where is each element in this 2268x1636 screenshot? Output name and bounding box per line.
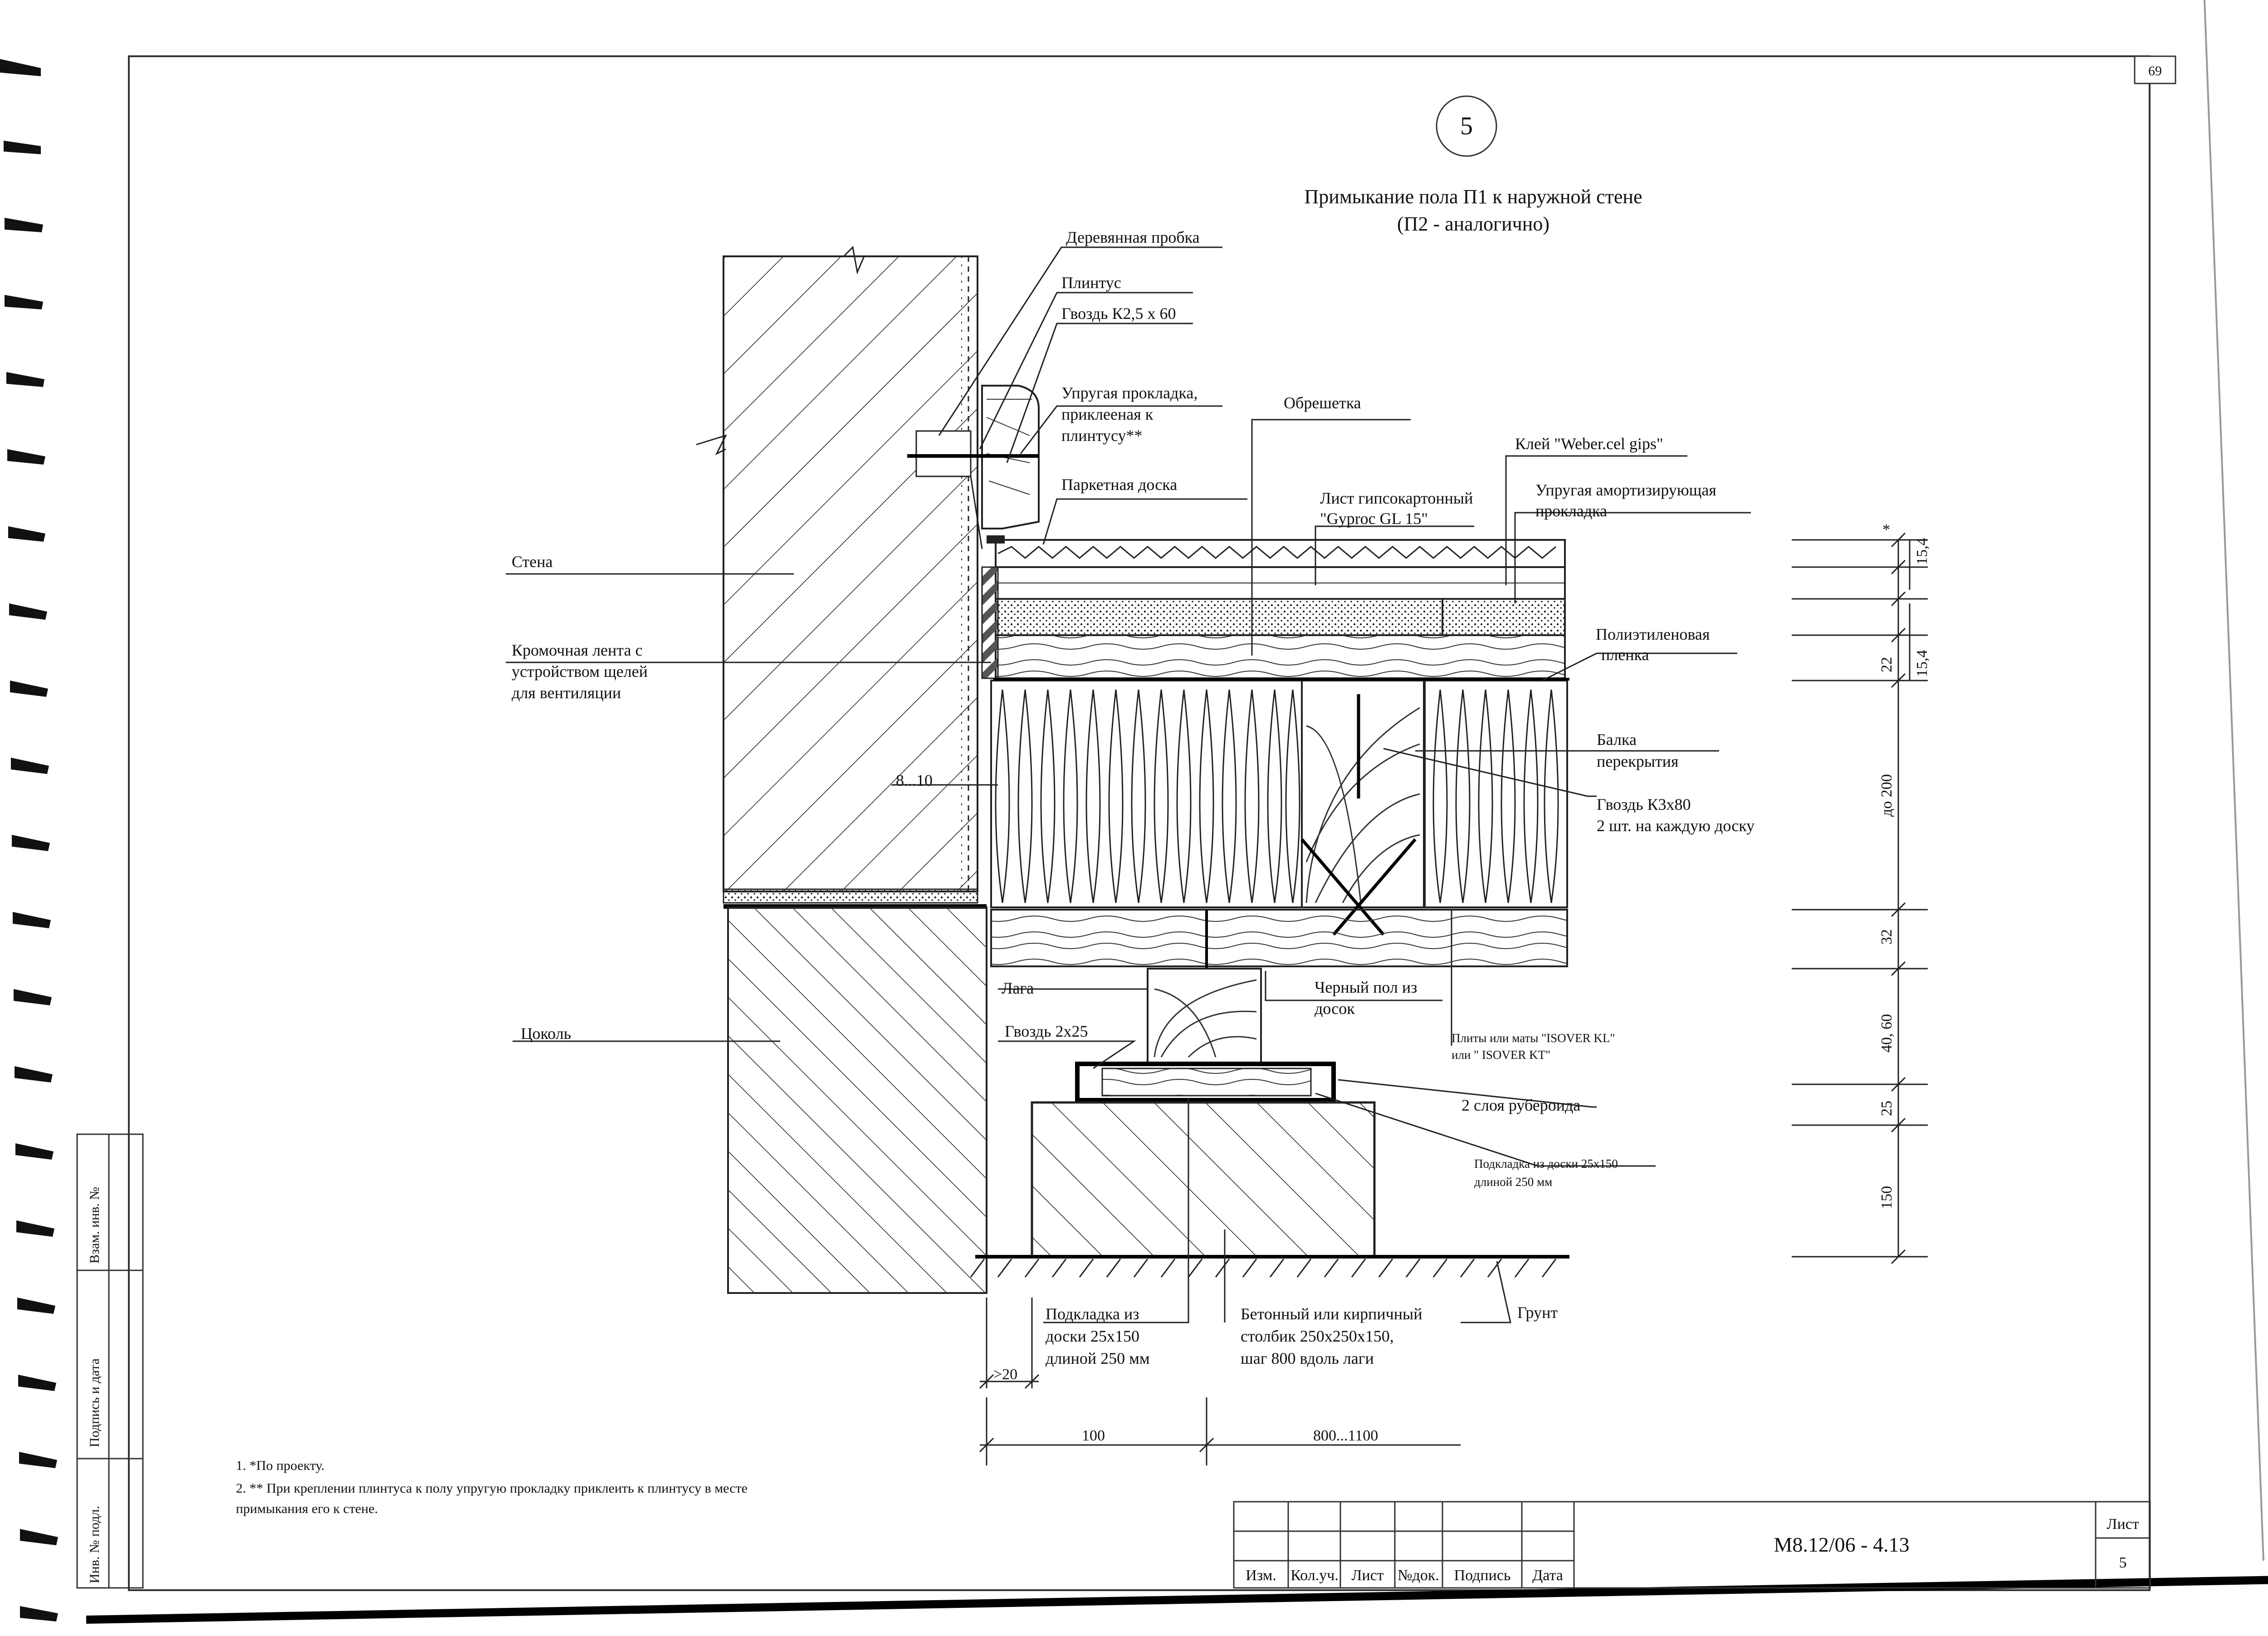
- subfloor-boards: [990, 909, 1568, 971]
- notes: 1. *По проекту. 2. ** При креплении плин…: [236, 1458, 748, 1516]
- concrete-post: [1031, 1101, 1376, 1258]
- label-subfloor-2: досок: [1315, 999, 1355, 1018]
- label-joist: Лага: [1002, 979, 1034, 997]
- label-shock-pad-1: Упругая амортизирующая: [1535, 481, 1716, 499]
- label-nail-plinth: Гвоздь К2,5 х 60: [1061, 304, 1176, 323]
- label-beam-1: Балка: [1597, 730, 1637, 749]
- leader-lines: [506, 246, 1751, 1323]
- label-isover-2: или " ISOVER KT": [1452, 1048, 1550, 1062]
- baseboard-assembly: [907, 385, 1040, 549]
- right-edge-shadow: [2204, 0, 2264, 1561]
- tb-sheet-value: 5: [2119, 1554, 2127, 1571]
- label-pe-film-1: Полиэтиленовая: [1596, 625, 1710, 643]
- label-post-1: Бетонный или кирпичный: [1241, 1305, 1422, 1323]
- label-board-pad-r-2: длиной 250 мм: [1474, 1175, 1552, 1189]
- label-subfloor-1: Черный пол из: [1315, 978, 1417, 996]
- stamp-replaced: Взам. инв. №: [87, 1187, 102, 1264]
- title-block: Изм. Кол.уч. Лист №док. Подпись Дата М8.…: [1233, 1501, 2151, 1589]
- binding-marks: [0, 59, 58, 1621]
- tb-col-sheet: Лист: [1351, 1567, 1383, 1584]
- label-roofing: 2 слоя рубероида: [1461, 1096, 1580, 1114]
- label-board-pad-r-1: Подкладка из доски 25х150: [1474, 1157, 1618, 1171]
- dim-15-4-b: 15,4: [1914, 650, 1931, 677]
- label-beam-2: перекрытия: [1597, 752, 1678, 770]
- ground-line: [970, 1255, 1569, 1278]
- tb-col-sign: Подпись: [1454, 1567, 1511, 1584]
- floor-layers: [981, 535, 1566, 679]
- label-glue: Клей "Weber.cel gips": [1515, 435, 1663, 453]
- label-wall: Стена: [512, 553, 553, 571]
- dim-25: 25: [1878, 1101, 1895, 1116]
- page-frame: [128, 55, 2151, 1591]
- label-post-3: шаг 800 вдоль лаги: [1241, 1349, 1374, 1367]
- beam-and-insulation: [990, 680, 1568, 936]
- label-edge-tape-1: Кромочная лента с: [512, 641, 642, 659]
- tb-col-change: Изм.: [1246, 1567, 1276, 1584]
- label-gypsum-2: "Gyproc GL 15": [1320, 509, 1428, 528]
- damp-proof-layer: [723, 888, 987, 909]
- label-gap: 8...10: [896, 771, 933, 789]
- label-ground: Грунт: [1517, 1303, 1558, 1322]
- note-2a: 2. ** При креплении плинтуса к полу упру…: [236, 1481, 748, 1496]
- dim-star: *: [1882, 521, 1890, 538]
- dim-32: 32: [1878, 929, 1895, 945]
- label-gypsum-1: Лист гипсокартонный: [1320, 489, 1473, 507]
- label-isover-1: Плиты или маты "ISOVER KL": [1452, 1031, 1615, 1045]
- label-nail-2x25: Гвоздь 2х25: [1005, 1022, 1088, 1040]
- label-board-pad-2: доски 25х150: [1046, 1327, 1139, 1345]
- label-pe-film-2: пленка: [1601, 646, 1649, 664]
- tb-doc-code: М8.12/06 - 4.13: [1774, 1533, 1910, 1556]
- detail-number: 5: [1460, 112, 1473, 140]
- dim-200: до 200: [1878, 774, 1895, 817]
- label-post-2: столбик 250х250х150,: [1241, 1327, 1394, 1345]
- callout-labels: Деревянная пробка Плинтус Гвоздь К2,5 х …: [512, 228, 1755, 1367]
- note-1: 1. *По проекту.: [236, 1458, 324, 1473]
- label-edge-tape-2: устройством щелей: [512, 662, 648, 681]
- label-elastic-pad-3: плинтусу**: [1061, 426, 1143, 445]
- label-plinth: Плинтус: [1061, 274, 1121, 292]
- side-stamp: Взам. инв. № Подпись и дата Инв. № подл.: [76, 1133, 144, 1589]
- label-nail-k3-2: 2 шт. на каждую доску: [1597, 817, 1755, 835]
- label-parquet: Паркетная доска: [1061, 475, 1177, 494]
- plinth-base-section: [727, 906, 987, 1294]
- label-nail-k3-1: Гвоздь К3х80: [1597, 795, 1691, 813]
- label-board-pad-1: Подкладка из: [1046, 1305, 1139, 1323]
- stamp-inv-no: Инв. № подл.: [87, 1506, 102, 1583]
- dimension-chain-right: * 15,4 22 15,4 до 200 32 40, 60 25 150: [1792, 521, 1931, 1264]
- label-plinth-base: Цоколь: [521, 1024, 571, 1043]
- pad-and-roofing: [1075, 1062, 1336, 1102]
- stamp-sign-date: Подпись и дата: [87, 1358, 102, 1447]
- label-wood-plug: Деревянная пробка: [1066, 228, 1200, 246]
- detail-marker: 5: [1436, 95, 1497, 157]
- drawing-subtitle: (П2 - аналогично): [1397, 213, 1549, 235]
- label-elastic-pad-2: приклееная к: [1061, 405, 1154, 423]
- page-number: 69: [2148, 64, 2162, 78]
- page-number-box: 69: [2134, 55, 2176, 84]
- tb-sheet-label: Лист: [2107, 1516, 2139, 1533]
- label-edge-tape-3: для вентиляции: [512, 684, 621, 702]
- label-board-pad-3: длиной 250 мм: [1046, 1349, 1150, 1367]
- label-shock-pad-2: прокладка: [1535, 502, 1607, 520]
- dim-800: 800...1100: [1313, 1427, 1378, 1444]
- dim-150: 150: [1878, 1186, 1895, 1209]
- tb-col-date: Дата: [1532, 1567, 1563, 1584]
- dim-15-4-a: 15,4: [1914, 538, 1931, 565]
- dim-20: >20: [993, 1366, 1017, 1383]
- tb-col-doc: №док.: [1398, 1567, 1439, 1584]
- wall-section: [696, 245, 978, 892]
- drawing-title: Примыкание пола П1 к наружной стене: [1305, 186, 1642, 208]
- joist-section: [1147, 968, 1262, 1065]
- dim-40-60: 40, 60: [1878, 1014, 1895, 1053]
- dim-100: 100: [1082, 1427, 1105, 1444]
- label-lathing: Обрешетка: [1284, 394, 1361, 412]
- dim-22: 22: [1878, 657, 1895, 672]
- tb-col-count: Кол.уч.: [1290, 1567, 1339, 1584]
- bottom-edge-shadow: [86, 1576, 2268, 1624]
- label-elastic-pad-1: Упругая прокладка,: [1061, 384, 1198, 402]
- dimension-chain-bottom: >20 100 800...1100: [979, 1298, 1461, 1465]
- note-2b: примыкания его к стене.: [236, 1501, 378, 1516]
